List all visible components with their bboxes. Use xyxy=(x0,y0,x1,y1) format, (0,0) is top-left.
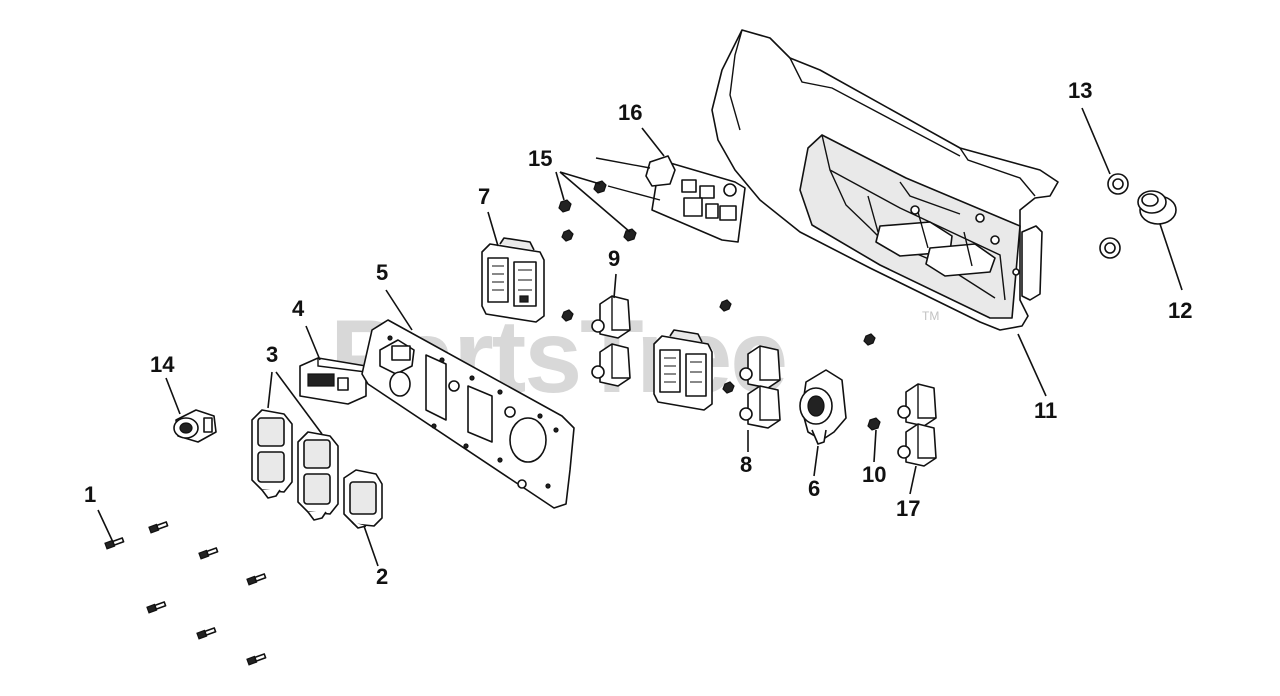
part-1-screws[interactable] xyxy=(104,521,267,666)
part-2-outlet-cover[interactable] xyxy=(343,469,383,529)
callout-16: 16 xyxy=(618,100,642,125)
part-16-circuit-board[interactable] xyxy=(595,155,746,243)
part-11-control-panel-housing[interactable] xyxy=(711,29,1059,331)
part-4-hour-meter[interactable] xyxy=(299,355,389,405)
receptacle-middle xyxy=(653,329,713,411)
part-3-outlet-covers[interactable] xyxy=(251,409,339,521)
small-nuts xyxy=(561,299,876,394)
part-9-circuit-breakers[interactable] xyxy=(591,295,631,387)
callout-3: 3 xyxy=(266,342,278,367)
callout-7: 7 xyxy=(478,184,490,209)
callout-5: 5 xyxy=(376,260,388,285)
callout-6: 6 xyxy=(808,476,820,501)
part-17-circuit-breakers[interactable] xyxy=(897,383,937,467)
callout-17: 17 xyxy=(896,496,920,521)
callout-14: 14 xyxy=(150,352,175,377)
part-12-bushing[interactable] xyxy=(1137,190,1177,225)
part-7-receptacle[interactable] xyxy=(481,237,545,323)
part-5-mounting-plate[interactable] xyxy=(361,319,575,509)
part-13-grommets[interactable] xyxy=(1099,173,1129,259)
callout-10: 10 xyxy=(862,462,886,487)
watermark-trademark: TM xyxy=(922,309,939,323)
part-6-twist-lock-receptacle[interactable] xyxy=(799,369,847,445)
callout-12: 12 xyxy=(1168,298,1192,323)
part-14-key-switch[interactable] xyxy=(173,409,217,443)
callout-4: 4 xyxy=(292,296,305,321)
callout-9: 9 xyxy=(608,246,620,271)
callout-13: 13 xyxy=(1068,78,1092,103)
callout-2: 2 xyxy=(376,564,388,589)
part-8-circuit-breakers[interactable] xyxy=(739,345,781,429)
part-10-nut[interactable] xyxy=(867,417,881,431)
callout-15: 15 xyxy=(528,146,552,171)
callout-1: 1 xyxy=(84,482,96,507)
callout-8: 8 xyxy=(740,452,752,477)
callout-11: 11 xyxy=(1034,398,1057,423)
part-15-nuts[interactable] xyxy=(558,180,637,242)
callout-labels: 1 2 3 4 5 6 7 8 9 10 11 12 13 14 15 16 1… xyxy=(84,78,1192,589)
leader-lines xyxy=(97,107,1183,567)
